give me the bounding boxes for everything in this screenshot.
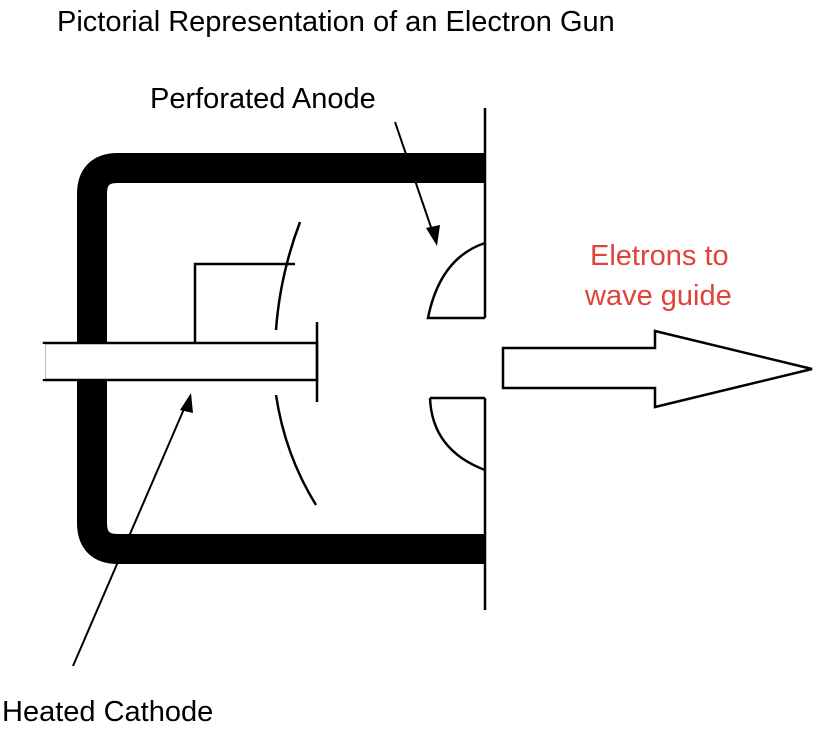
focus-electrode-lower-arc [274,394,318,506]
electrons-label-line2: wave guide [584,280,732,312]
anode-lower-lip [428,396,486,472]
cathode-support-bracket [193,262,295,343]
cathode-pointer-arrowhead [180,393,193,413]
anode-upper-lip [426,241,486,320]
anode-pointer-line [394,121,435,237]
cathode-label: Heated Cathode [2,696,213,728]
diagram-title: Pictorial Representation of an Electron … [57,6,615,38]
rod-left-mask [0,344,45,379]
electron-beam-arrow [501,329,813,409]
anode-pointer-arrowhead [426,225,440,246]
cathode-rod [42,341,319,382]
anode-label: Perforated Anode [150,83,376,115]
electrons-label-line1: Eletrons to [590,240,729,272]
cathode-pointer-line [72,401,188,667]
focus-electrode-upper-arc [274,221,302,331]
